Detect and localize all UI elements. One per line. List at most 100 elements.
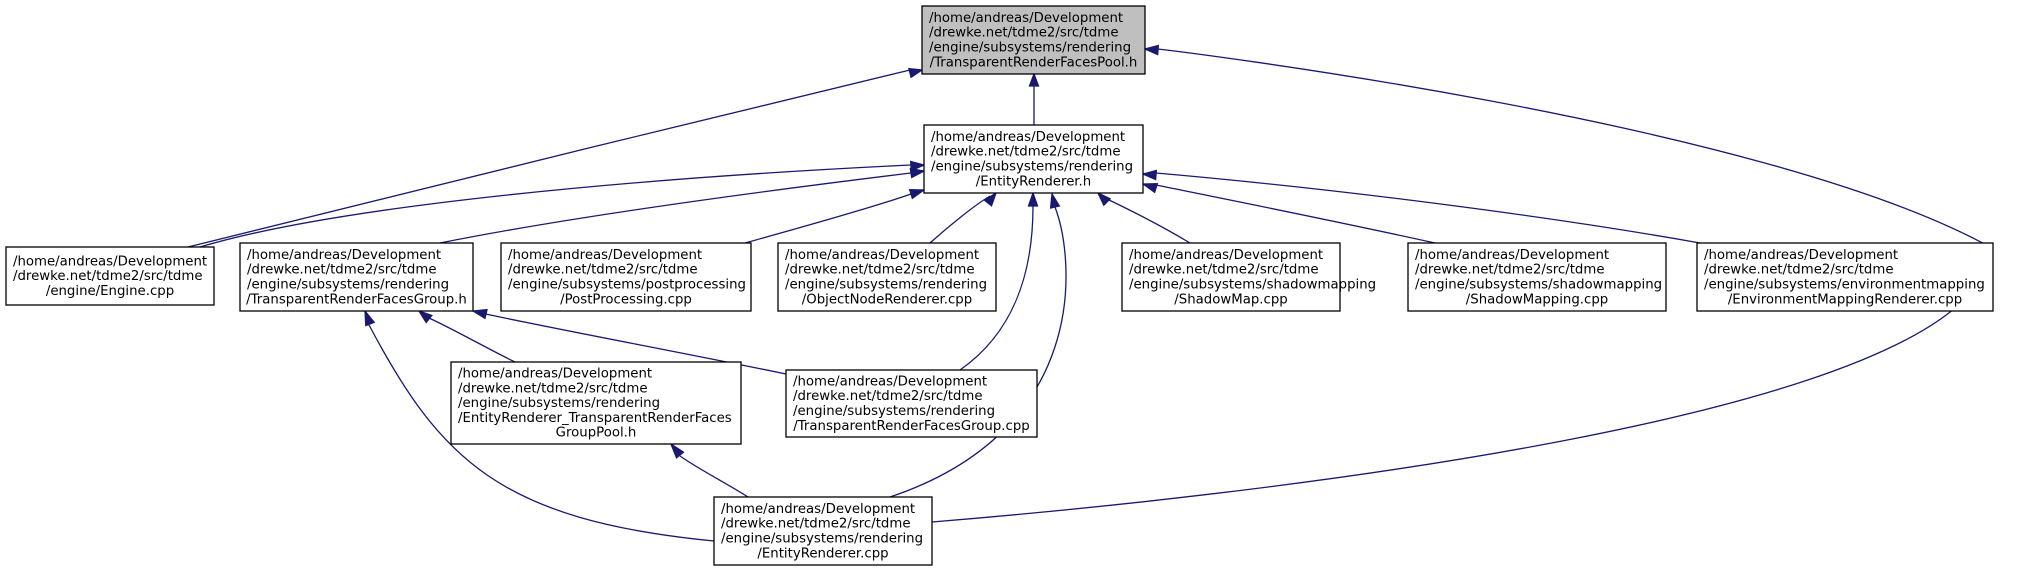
node-object-node-renderer-cpp[interactable]: /home/andreas/Development/drewke.net/tdm… xyxy=(777,242,997,312)
edge-line xyxy=(889,206,1067,498)
node-label-line: /home/andreas/Development xyxy=(793,374,987,389)
node-label-line: /home/andreas/Development xyxy=(931,130,1125,145)
node-label-line: /home/andreas/Development xyxy=(785,248,979,263)
dependency-edge xyxy=(471,308,787,375)
node-label-line: GroupPool.h xyxy=(556,426,637,441)
dependency-edge xyxy=(439,167,926,244)
node-shadow-map-cpp[interactable]: /home/andreas/Development/drewke.net/tdm… xyxy=(1121,242,1376,312)
node-label-line: /EntityRenderer.cpp xyxy=(757,546,888,561)
node-label-line: /engine/subsystems/shadowmapping xyxy=(1129,278,1376,293)
edge-line xyxy=(1155,184,1436,244)
node-label-line: /drewke.net/tdme2/src/tdme xyxy=(1129,263,1319,278)
dependency-edge xyxy=(889,192,1067,498)
node-label-line: /drewke.net/tdme2/src/tdme xyxy=(508,263,698,278)
nodes-layer: /home/andreas/Development/drewke.net/tdm… xyxy=(5,5,1994,566)
node-label-line: /home/andreas/Development xyxy=(13,254,207,269)
node-box xyxy=(777,242,997,312)
edge-line xyxy=(1155,172,1701,244)
node-label-line: /engine/subsystems/shadowmapping xyxy=(1415,278,1662,293)
edge-arrowhead xyxy=(417,309,433,324)
node-label-line: /home/andreas/Development xyxy=(247,248,441,263)
node-label-line: /engine/subsystems/environmentmapping xyxy=(1704,278,1985,293)
node-label-line: /home/andreas/Development xyxy=(508,248,702,263)
edge-line xyxy=(428,317,516,363)
node-label-line: /ShadowMapping.cpp xyxy=(1466,292,1608,307)
edge-arrowhead xyxy=(1143,44,1160,56)
node-label-line: /engine/subsystems/postprocessing xyxy=(508,278,746,293)
node-label-line: /EntityRenderer.h xyxy=(976,174,1091,189)
node-pool-h[interactable]: /home/andreas/Development/drewke.net/tdm… xyxy=(921,5,1146,75)
node-label-line: /engine/subsystems/rendering xyxy=(793,404,995,419)
dependency-edge xyxy=(669,442,749,498)
edge-arrowhead xyxy=(1096,191,1112,207)
node-label-line: /drewke.net/tdme2/src/tdme xyxy=(793,389,983,404)
node-label-line: /TransparentRenderFacesPool.h xyxy=(930,55,1138,70)
edge-line xyxy=(679,455,749,498)
dependency-edge xyxy=(417,309,516,363)
edge-arrowhead xyxy=(983,191,998,207)
node-label-line: /ObjectNodeRenderer.cpp xyxy=(802,292,972,307)
node-engine-cpp[interactable]: /home/andreas/Development/drewke.net/tdm… xyxy=(5,246,215,306)
edge-line xyxy=(187,69,911,248)
node-box xyxy=(239,242,474,312)
node-box xyxy=(450,361,742,445)
node-label-line: /TransparentRenderFacesGroup.cpp xyxy=(793,419,1029,434)
edge-arrowhead xyxy=(364,309,376,327)
node-label-line: /EntityRenderer_TransparentRenderFaces xyxy=(458,411,732,426)
node-entity-renderer-cpp[interactable]: /home/andreas/Development/drewke.net/tdm… xyxy=(713,496,933,566)
dependency-edge xyxy=(1028,72,1040,125)
node-label-line: /drewke.net/tdme2/src/tdme xyxy=(247,263,437,278)
node-label-line: /engine/subsystems/rendering xyxy=(458,396,660,411)
node-label-line: /drewke.net/tdme2/src/tdme xyxy=(1415,263,1605,278)
node-env-mapping-renderer-cpp[interactable]: /home/andreas/Development/drewke.net/tdm… xyxy=(1696,242,1994,312)
node-faces-group-h[interactable]: /home/andreas/Development/drewke.net/tdm… xyxy=(239,242,474,312)
edge-arrowhead xyxy=(1028,72,1040,87)
node-label-line: /engine/Engine.cpp xyxy=(46,284,174,299)
node-shadow-mapping-cpp[interactable]: /home/andreas/Development/drewke.net/tdm… xyxy=(1407,242,1667,312)
node-label-line: /engine/subsystems/rendering xyxy=(721,532,923,547)
node-box xyxy=(923,124,1144,194)
node-faces-group-pool-h[interactable]: /home/andreas/Development/drewke.net/tdm… xyxy=(450,361,742,445)
node-label-line: /engine/subsystems/rendering xyxy=(929,41,1131,56)
node-label-line: /engine/subsystems/rendering xyxy=(247,278,449,293)
node-label-line: /home/andreas/Development xyxy=(721,502,915,517)
dependency-edge xyxy=(1096,191,1191,244)
dependency-edge xyxy=(364,309,715,542)
node-label-line: /drewke.net/tdme2/src/tdme xyxy=(785,263,975,278)
dependency-edge xyxy=(187,67,924,248)
node-label-line: /drewke.net/tdme2/src/tdme xyxy=(1704,263,1894,278)
dependency-edge xyxy=(959,191,1039,371)
node-label-line: /drewke.net/tdme2/src/tdme xyxy=(931,145,1121,160)
node-entity-renderer-h[interactable]: /home/andreas/Development/drewke.net/tdm… xyxy=(923,124,1144,194)
edge-arrowhead xyxy=(908,67,924,79)
node-label-line: /TransparentRenderFacesGroup.h xyxy=(246,292,467,307)
node-label-line: /home/andreas/Development xyxy=(1704,248,1898,263)
node-label-line: /drewke.net/tdme2/src/tdme xyxy=(721,517,911,532)
node-label-line: /home/andreas/Development xyxy=(1415,248,1609,263)
node-box xyxy=(1407,242,1667,312)
node-label-line: /EnvironmentMappingRenderer.cpp xyxy=(1728,292,1962,307)
node-label-line: /home/andreas/Development xyxy=(1129,248,1323,263)
edge-line xyxy=(744,193,912,244)
edge-line xyxy=(480,312,787,375)
node-label-line: /home/andreas/Development xyxy=(458,367,652,382)
node-label-line: /engine/subsystems/rendering xyxy=(931,160,1133,175)
node-label-line: /drewke.net/tdme2/src/tdme xyxy=(929,26,1119,41)
dependency-edge xyxy=(1141,183,1436,244)
edge-arrowhead xyxy=(1141,169,1158,181)
edge-arrowhead xyxy=(471,308,488,320)
edge-arrowhead xyxy=(1141,183,1159,194)
node-label-line: /drewke.net/tdme2/src/tdme xyxy=(13,269,203,284)
node-label-line: /drewke.net/tdme2/src/tdme xyxy=(458,381,648,396)
dependency-edge xyxy=(929,191,998,244)
node-postprocessing-cpp[interactable]: /home/andreas/Development/drewke.net/tdm… xyxy=(500,242,752,312)
edge-arrowhead xyxy=(909,167,926,179)
node-faces-group-cpp[interactable]: /home/andreas/Development/drewke.net/tdm… xyxy=(785,369,1038,438)
dependency-edge xyxy=(1141,169,1701,244)
node-box xyxy=(921,5,1146,75)
dependency-edge xyxy=(199,160,926,248)
edge-line xyxy=(367,322,715,542)
node-box xyxy=(5,246,215,306)
node-box xyxy=(500,242,752,312)
